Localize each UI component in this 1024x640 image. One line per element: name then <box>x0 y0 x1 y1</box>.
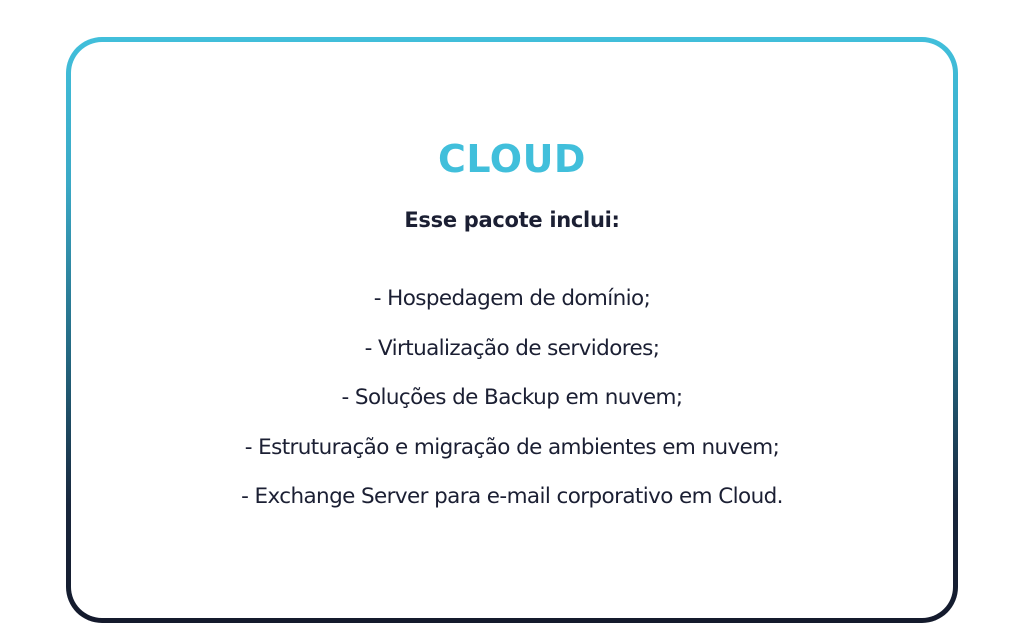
package-title: CLOUD <box>438 137 586 181</box>
feature-item: - Hospedagem de domínio; <box>373 286 651 311</box>
feature-item: - Exchange Server para e-mail corporativ… <box>241 484 783 509</box>
feature-item: - Virtualização de servidores; <box>364 335 660 361</box>
features-list: - Hospedagem de domínio; - Virtualização… <box>71 284 953 532</box>
package-card-body: CLOUD Esse pacote inclui: - Hospedagem d… <box>71 42 953 618</box>
package-card: CLOUD Esse pacote inclui: - Hospedagem d… <box>66 37 958 623</box>
feature-item: - Soluções de Backup em nuvem; <box>341 385 684 410</box>
package-subtitle: Esse pacote inclui: <box>404 208 620 232</box>
feature-item: - Estruturação e migração de ambientes e… <box>244 434 780 460</box>
